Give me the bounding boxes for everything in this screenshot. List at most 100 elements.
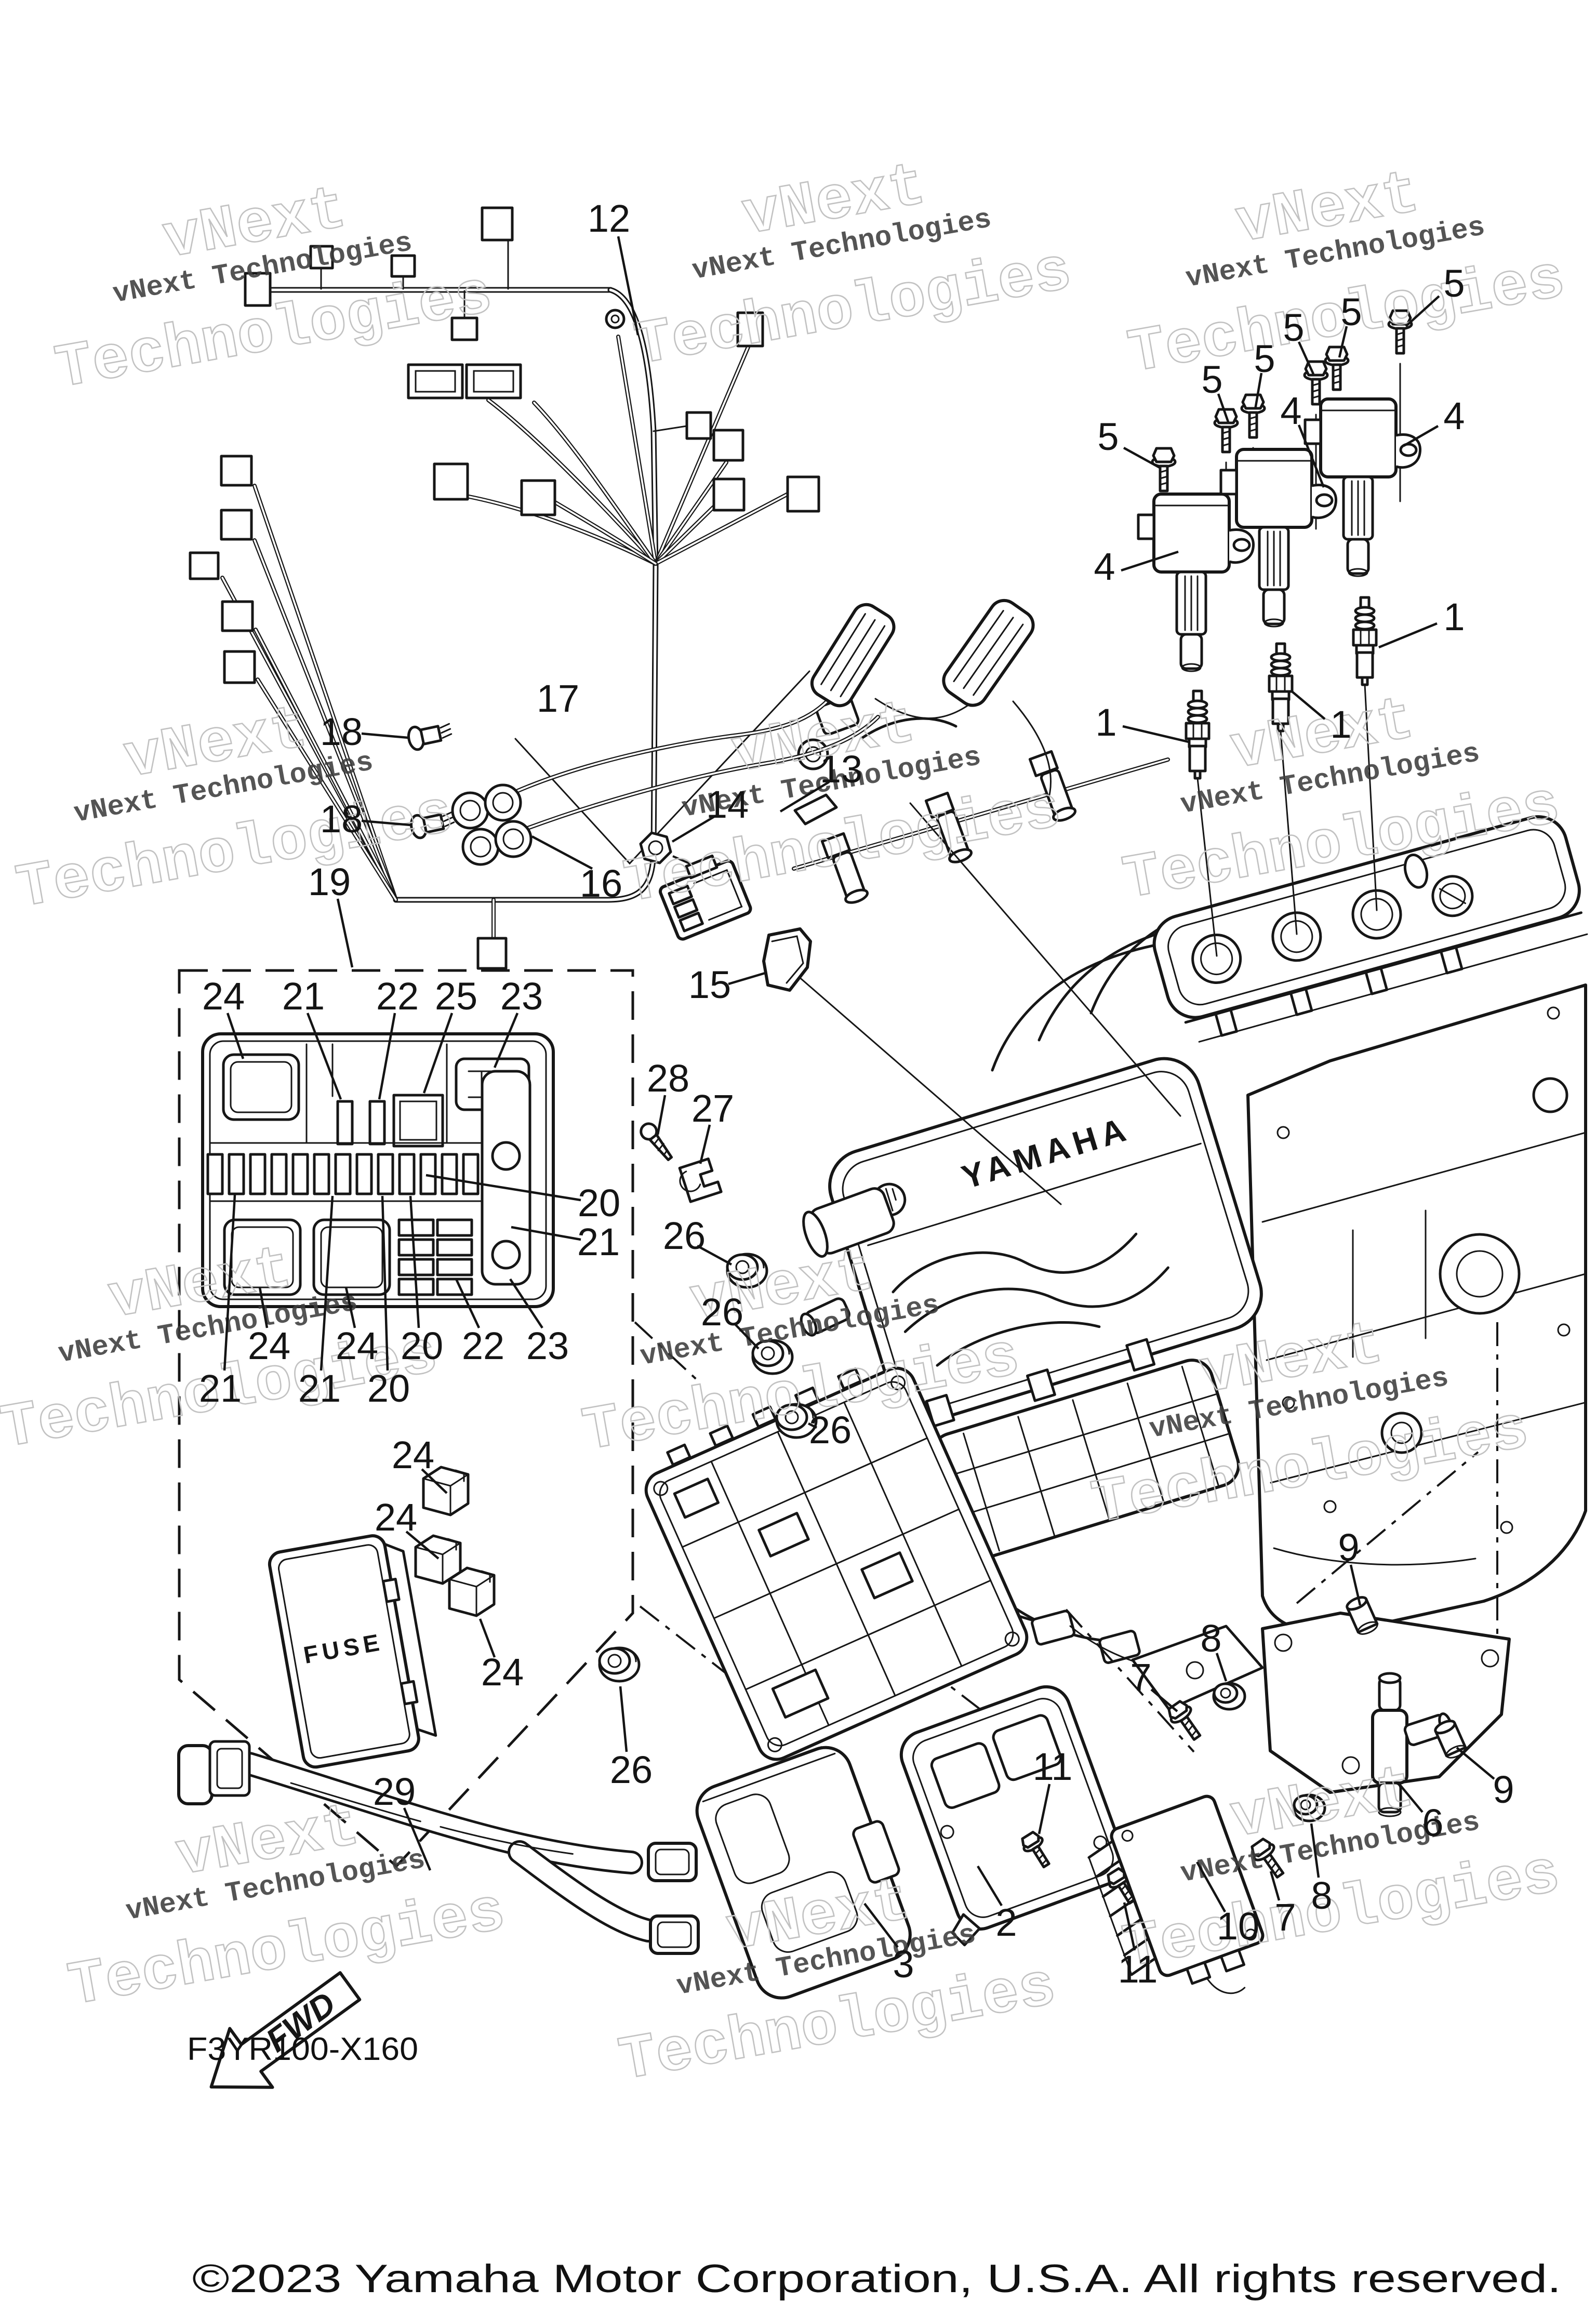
- copyright-text: ©2023 Yamaha Motor Corporation, U.S.A. A…: [192, 2257, 1561, 2301]
- callout-24: 24: [248, 1324, 290, 1367]
- wiring-harness: [189, 206, 820, 970]
- callout-1: 1: [1443, 595, 1465, 638]
- callout-8: 8: [1200, 1617, 1221, 1660]
- leader-line: [478, 1618, 496, 1658]
- joint-nut: [639, 831, 672, 864]
- callout-4: 4: [1280, 389, 1301, 432]
- callout-4: 4: [1094, 545, 1115, 588]
- leader-line: [1121, 550, 1179, 572]
- leader-line: [511, 1226, 581, 1241]
- callout-23: 23: [526, 1324, 569, 1367]
- callout-19: 19: [308, 860, 351, 903]
- mount-bolt: [1167, 1700, 1202, 1741]
- callout-2: 2: [995, 1901, 1017, 1944]
- callout-5: 5: [1097, 415, 1119, 458]
- leader-line: [425, 1174, 581, 1202]
- callout-9: 9: [1338, 1526, 1359, 1569]
- leader-line: [1123, 1902, 1136, 1951]
- leader-line: [455, 1279, 481, 1328]
- leader-line: [381, 1195, 389, 1371]
- leader-line: [344, 1287, 356, 1328]
- leader-line: [617, 236, 640, 336]
- callout-18: 18: [320, 797, 363, 841]
- harness-connector: [659, 854, 752, 941]
- plug-caps: [451, 783, 533, 866]
- callout-24: 24: [481, 1651, 524, 1694]
- callout-7: 7: [1274, 1896, 1296, 1939]
- leader-line: [1403, 425, 1439, 447]
- leader-line: [493, 1013, 519, 1068]
- ecu-bolt: [1021, 1831, 1050, 1869]
- callout-26: 26: [610, 1748, 653, 1791]
- callout-6: 6: [1422, 1801, 1443, 1844]
- leader-line: [1269, 1871, 1281, 1901]
- callout-20: 20: [578, 1181, 620, 1225]
- callout-21: 21: [282, 975, 325, 1018]
- callout-1: 1: [1095, 701, 1116, 744]
- grommets: [598, 1253, 818, 1683]
- callout-9: 9: [1493, 1768, 1514, 1811]
- callout-5: 5: [1340, 290, 1362, 334]
- leader-line: [306, 1013, 342, 1100]
- mount-bolt: [1251, 1838, 1285, 1879]
- callout-5: 5: [1443, 262, 1465, 305]
- callout-8: 8: [1311, 1874, 1332, 1917]
- callout-23: 23: [500, 975, 543, 1018]
- leader-line: [361, 732, 409, 739]
- ignition-coil: [1137, 397, 1421, 672]
- ignition-coil-group: [1137, 309, 1421, 957]
- leader-line: [1297, 341, 1315, 375]
- callout-14: 14: [706, 783, 749, 826]
- leader-line: [1292, 691, 1326, 720]
- callout-20: 20: [401, 1324, 443, 1367]
- leader-line: [403, 1807, 432, 1871]
- callout-17: 17: [537, 677, 579, 720]
- leader-line: [1349, 1564, 1362, 1606]
- callout-5: 5: [1254, 337, 1275, 380]
- leader-line: [509, 1278, 543, 1329]
- leader-line: [320, 1195, 334, 1371]
- leader-line: [671, 815, 717, 843]
- leader-line: [696, 1245, 733, 1266]
- pipe-bracket: [1261, 1596, 1511, 1817]
- callout-4: 4: [1443, 394, 1465, 437]
- spark-plug: [1185, 596, 1378, 780]
- leader-line: [1338, 326, 1348, 358]
- callout-24: 24: [392, 1433, 434, 1476]
- callout-22: 22: [376, 975, 419, 1018]
- callout-26: 26: [809, 1408, 852, 1452]
- leader-line: [405, 1531, 440, 1560]
- leader-line: [422, 1013, 454, 1094]
- rectifier-regulator: [1087, 1794, 1265, 1994]
- ecu-cover: [695, 1746, 912, 2000]
- callout-1: 1: [1330, 703, 1351, 746]
- leader-line: [1123, 447, 1161, 469]
- leader-line: [1378, 622, 1438, 649]
- leader-line: [421, 1468, 448, 1494]
- callout-13: 13: [820, 748, 862, 791]
- leader-line: [734, 1323, 760, 1350]
- injector: [820, 832, 869, 904]
- leader-line: [1456, 1747, 1495, 1780]
- leader-line: [699, 1124, 711, 1164]
- leader-line: [1150, 1688, 1178, 1712]
- leader-line: [977, 1865, 1003, 1907]
- callout-16: 16: [580, 862, 622, 905]
- leader-line: [1254, 372, 1263, 410]
- injector: [924, 791, 973, 863]
- electrical-box: [644, 1366, 1029, 1761]
- leader-line: [1310, 1823, 1320, 1878]
- plug-wire-assembly: [407, 598, 1181, 1205]
- leader-line: [258, 1287, 269, 1328]
- callout-26: 26: [701, 1290, 743, 1334]
- fuse-row: [206, 1153, 480, 1195]
- leader-line: [728, 971, 767, 986]
- cable-clamp: [678, 1158, 723, 1203]
- callout-21: 21: [298, 1367, 341, 1410]
- callout-7: 7: [1130, 1656, 1151, 1699]
